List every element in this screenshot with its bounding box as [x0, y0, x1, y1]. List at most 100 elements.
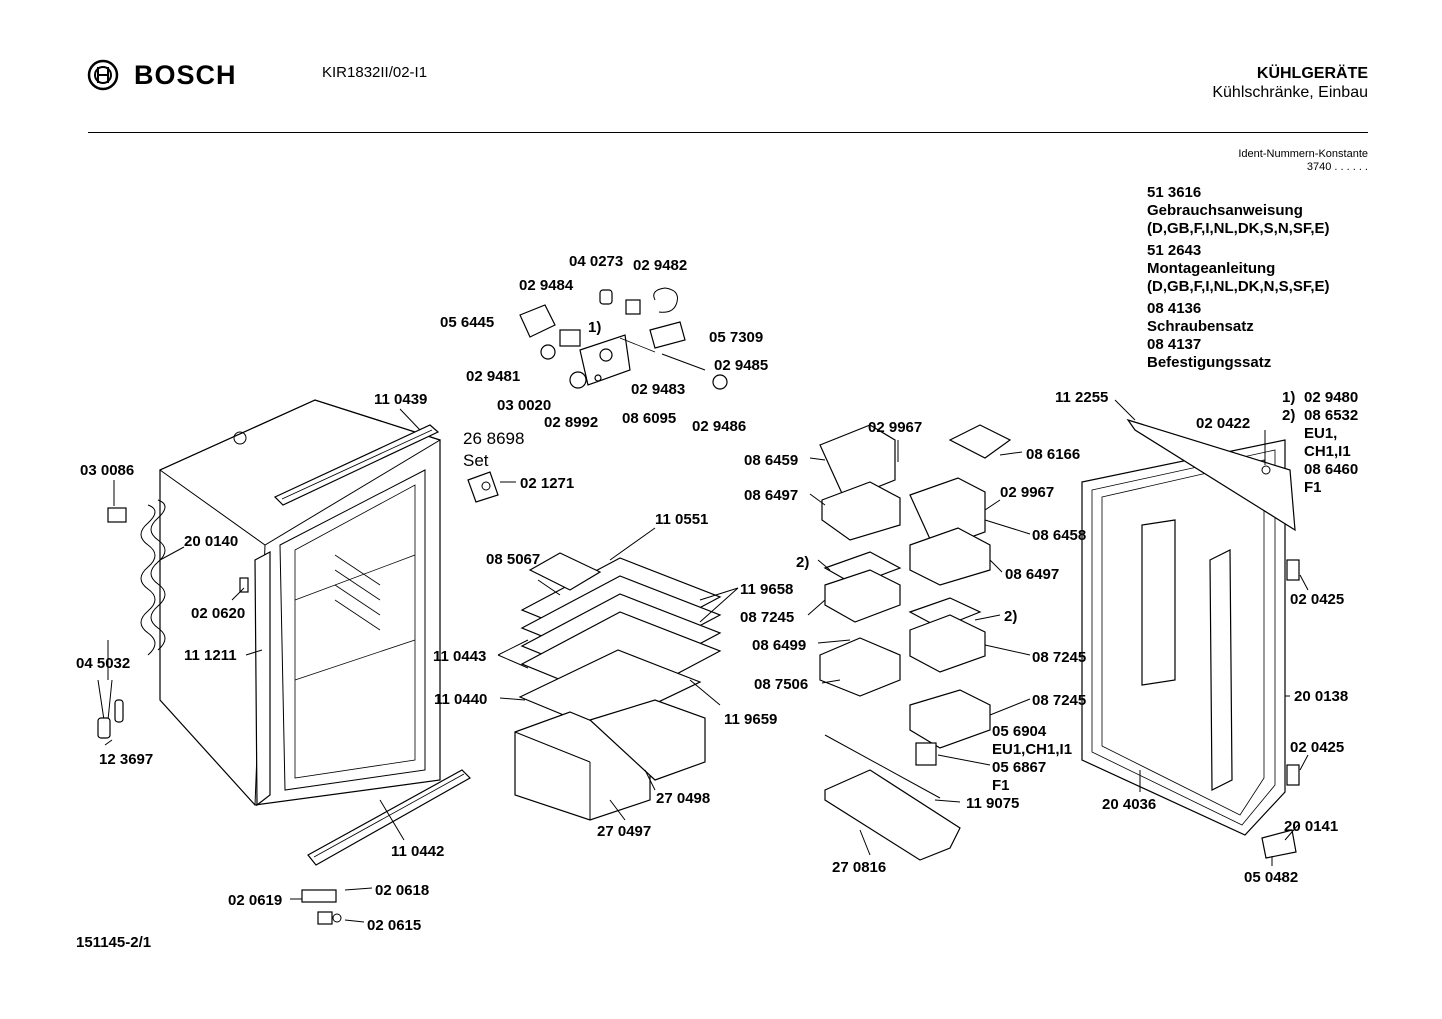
document-number: 51 2643	[1147, 242, 1202, 259]
part-label: 12 3697	[99, 751, 153, 768]
part-label: 04 0273	[569, 253, 623, 270]
document-name: Befestigungssatz	[1147, 354, 1272, 371]
part-label: 08 6095	[622, 410, 676, 427]
part-label: 02 9483	[631, 381, 685, 398]
part-label: EU1,CH1,I1	[992, 741, 1072, 758]
header-rule	[88, 132, 1368, 133]
document-langs: (D,GB,F,I,NL,DK,S,N,SF,E)	[1147, 220, 1330, 237]
part-label: 11 0443	[433, 648, 486, 665]
front-strip	[254, 551, 271, 807]
part-label: 08 7245	[1032, 649, 1086, 666]
set-bracket	[467, 471, 499, 503]
footnote-value: 02 9480	[1304, 389, 1359, 406]
document-item: 08 4137 Befestigungssatz	[1147, 336, 1330, 372]
part-label: 02 1271	[520, 475, 574, 492]
part-label: 11 2255	[1055, 389, 1108, 406]
bosch-logo-icon	[87, 59, 119, 91]
crisper-drawers	[514, 699, 706, 821]
part-label: 1)	[588, 319, 601, 336]
part-label: 02 9481	[466, 368, 520, 385]
footnote-1: 1)02 9480	[1282, 389, 1358, 407]
brand-name: BOSCH	[134, 59, 237, 90]
part-label: 20 0138	[1294, 688, 1348, 705]
part-label: 11 0551	[655, 511, 708, 528]
top-rail	[273, 424, 440, 506]
part-label: 2)	[796, 554, 809, 571]
document-item: 51 3616 Gebrauchsanweisung (D,GB,F,I,NL,…	[1147, 184, 1330, 238]
part-label: 11 9658	[740, 581, 793, 598]
cabinet-body	[159, 399, 442, 806]
document-item: 08 4136 Schraubensatz	[1147, 300, 1330, 336]
glass-shelves	[518, 552, 722, 731]
part-label: 03 0086	[80, 462, 134, 479]
part-label: 08 7506	[754, 676, 808, 693]
document-langs: (D,GB,F,I,NL,DK,N,S,SF,E)	[1147, 278, 1330, 295]
footnote-variant: CH1,I1	[1304, 443, 1351, 460]
part-label: 05 0482	[1244, 869, 1298, 886]
part-label: 08 6497	[744, 487, 798, 504]
set-number: 26 8698	[463, 429, 524, 448]
part-label: 11 0440	[434, 691, 487, 708]
door-bins	[819, 424, 1012, 861]
part-label: 08 6166	[1026, 446, 1080, 463]
part-label: 02 0422	[1196, 415, 1250, 432]
part-label: 02 9484	[519, 277, 574, 294]
part-label: 08 6499	[752, 637, 806, 654]
part-label: 02 9967	[1000, 484, 1054, 501]
documents-list: 51 3616 Gebrauchsanweisung (D,GB,F,I,NL,…	[1147, 184, 1330, 372]
part-label: 27 0498	[656, 790, 710, 807]
part-label: 05 6445	[440, 314, 494, 331]
evaporator-coil	[140, 499, 166, 656]
document-item: 51 2643 Montageanleitung (D,GB,F,I,NL,DK…	[1147, 242, 1330, 296]
footnotes-block: 1)02 9480 2)08 6532 EU1, CH1,I1 08 6460 …	[1282, 389, 1358, 497]
part-label: 02 8992	[544, 414, 598, 431]
part-label: 08 5067	[486, 551, 540, 568]
thermostat-cluster	[519, 287, 728, 390]
leader-lines	[104, 399, 1309, 923]
part-label: 04 5032	[76, 655, 130, 672]
part-label: 11 9659	[724, 711, 777, 728]
document-name: Montageanleitung	[1147, 260, 1276, 277]
part-label: 20 0141	[1284, 818, 1338, 835]
part-label: 08 6458	[1032, 527, 1086, 544]
part-label: 11 0439	[374, 391, 427, 408]
ident-label: Ident-Nummern-Konstante	[1238, 148, 1368, 160]
part-label: 11 1211	[184, 647, 237, 664]
part-label: 20 0140	[184, 533, 238, 550]
door-assembly	[1081, 418, 1300, 859]
part-labels: 04 0273 02 9482 02 9484 05 6445 1) 05 73…	[76, 253, 1348, 934]
document-number: 08 4137	[1147, 336, 1202, 353]
part-label: 11 9075	[966, 795, 1019, 812]
document-number-footer: 151145-2/1	[76, 934, 152, 951]
set-word: Set	[463, 451, 489, 470]
part-label: 08 7245	[740, 609, 794, 626]
document-name: Schraubensatz	[1147, 318, 1254, 335]
part-label: 11 0442	[391, 843, 444, 860]
footnote-value: 08 6532	[1304, 407, 1359, 424]
part-label: 05 7309	[709, 329, 763, 346]
part-label: 20 4036	[1102, 796, 1156, 813]
category-block: KÜHLGERÄTE Kühlschränke, Einbau	[1212, 64, 1368, 102]
part-label: 02 9482	[633, 257, 687, 274]
document-number: 51 3616	[1147, 184, 1202, 201]
part-label: 05 6867	[992, 759, 1046, 776]
part-label: 02 0425	[1290, 591, 1344, 608]
part-label: 02 0620	[191, 605, 245, 622]
ident-block: Ident-Nummern-Konstante 3740 . . . . . .	[1238, 148, 1368, 174]
part-label: 05 6904	[992, 723, 1047, 740]
footnote-2: 2)08 6532	[1282, 407, 1358, 425]
clip-part	[97, 507, 342, 925]
part-label: 02 0618	[375, 882, 429, 899]
part-label: 02 9485	[714, 357, 768, 374]
part-label: 08 6497	[1005, 566, 1059, 583]
document-name: Gebrauchsanweisung	[1147, 202, 1303, 219]
footnote-variant: 08 6460	[1304, 461, 1359, 478]
footnote-variant: EU1,	[1304, 425, 1338, 442]
document-number: 08 4136	[1147, 300, 1202, 317]
part-label: 02 0425	[1290, 739, 1344, 756]
category-subtitle: Kühlschränke, Einbau	[1212, 84, 1368, 101]
model-number: KIR1832II/02-I1	[322, 64, 428, 81]
part-label: 02 9486	[692, 418, 746, 435]
footnote-variant: F1	[1304, 479, 1322, 496]
